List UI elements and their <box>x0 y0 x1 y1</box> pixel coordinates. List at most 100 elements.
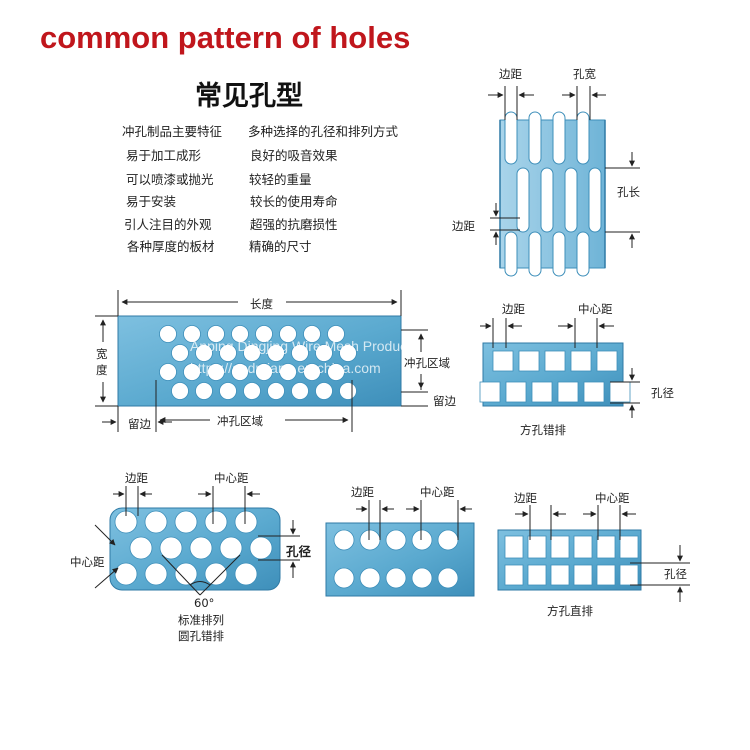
round-stagger-caption-2: 圆孔错排 <box>178 629 224 643</box>
round-stagger-caption-1: 标准排列 <box>178 613 224 627</box>
round-hole <box>437 567 459 589</box>
slot-hole <box>552 231 566 277</box>
round-hole <box>144 510 168 534</box>
round-hole <box>303 363 321 381</box>
round-hole <box>189 536 213 560</box>
round-hole <box>315 382 333 400</box>
round-hole <box>195 382 213 400</box>
round-hole <box>207 325 225 343</box>
round-hole <box>385 529 407 551</box>
round-hole <box>171 344 189 362</box>
round-hole <box>267 344 285 362</box>
round-hole <box>219 344 237 362</box>
round-hole <box>291 344 309 362</box>
round-hole <box>243 382 261 400</box>
square-stagger-edge-label: 边距 <box>502 302 525 316</box>
slot-hole-length-label: 孔长 <box>617 185 640 199</box>
slot-pattern-diagram <box>488 86 640 277</box>
round-hole <box>114 562 138 586</box>
feature-item: 多种选择的孔径和排列方式 <box>248 124 399 139</box>
square-hole <box>527 564 547 586</box>
square-hole <box>544 350 566 372</box>
round-hole <box>303 325 321 343</box>
round-hole <box>255 363 273 381</box>
round-hole <box>159 325 177 343</box>
square-hole <box>619 564 639 586</box>
feature-item: 各种厚度的板材 <box>127 239 215 254</box>
feature-item: 易于加工成形 <box>126 148 202 163</box>
square-hole <box>504 564 524 586</box>
feature-item: 易于安装 <box>126 194 177 209</box>
round-hole <box>174 562 198 586</box>
slot-hole <box>528 231 542 277</box>
slot-edge-label: 边距 <box>499 67 522 81</box>
slot-hole <box>528 111 542 165</box>
round-hole <box>174 510 198 534</box>
feature-item: 良好的吸音效果 <box>250 148 338 163</box>
round-stagger-diagram <box>94 486 300 596</box>
round-hole <box>144 562 168 586</box>
slot-hole <box>504 111 518 165</box>
sheet-punch-area-bottom-label: 冲孔区域 <box>215 413 265 429</box>
square-hole <box>573 535 593 559</box>
square-hole <box>570 350 592 372</box>
square-stagger-diagram <box>479 318 640 418</box>
slot-hole-width-label: 孔宽 <box>573 67 596 81</box>
square-hole <box>527 535 547 559</box>
round-hole <box>339 382 357 400</box>
square-stagger-caption: 方孔错排 <box>520 423 566 437</box>
round-hole <box>339 344 357 362</box>
square-stagger-center-label: 中心距 <box>578 302 613 316</box>
round-straight-edge-label: 边距 <box>351 485 374 499</box>
round-stagger-center-top-label: 中心距 <box>214 471 249 485</box>
feature-item: 精确的尺寸 <box>249 239 312 254</box>
square-hole <box>609 381 631 403</box>
watermark-company: Anping Dingjing Wire Mesh Products Co., … <box>190 338 477 354</box>
round-hole <box>279 325 297 343</box>
square-hole <box>479 381 501 403</box>
round-hole <box>231 325 249 343</box>
sheet-margin-bottom-label: 留边 <box>128 417 151 431</box>
sheet-width-label: 宽度 <box>96 346 110 378</box>
slot-hole <box>504 231 518 277</box>
square-straight-edge-label: 边距 <box>514 491 537 505</box>
square-hole <box>596 535 616 559</box>
round-hole <box>249 536 273 560</box>
round-stagger-center-left-label: 中心距 <box>70 555 105 569</box>
round-hole <box>219 536 243 560</box>
slot-hole <box>588 167 602 233</box>
round-hole <box>359 529 381 551</box>
round-straight-diagram <box>325 500 475 597</box>
square-hole <box>583 381 605 403</box>
round-hole <box>204 510 228 534</box>
square-hole <box>596 350 618 372</box>
round-hole <box>359 567 381 589</box>
square-straight-center-label: 中心距 <box>595 491 630 505</box>
square-hole <box>504 535 524 559</box>
round-hole <box>183 363 201 381</box>
sheet-margin-right-label: 留边 <box>433 394 456 408</box>
slot-hole <box>516 167 530 233</box>
round-hole <box>411 567 433 589</box>
round-hole <box>171 382 189 400</box>
round-hole <box>333 529 355 551</box>
slot-hole <box>564 167 578 233</box>
round-hole <box>159 363 177 381</box>
round-straight-center-label: 中心距 <box>420 485 455 499</box>
round-hole <box>327 363 345 381</box>
feature-item: 较长的使用寿命 <box>250 194 338 209</box>
slot-hole <box>576 231 590 277</box>
round-hole <box>327 325 345 343</box>
round-hole <box>234 510 258 534</box>
square-hole <box>557 381 579 403</box>
square-hole <box>550 535 570 559</box>
square-hole <box>492 350 514 372</box>
square-hole <box>518 350 540 372</box>
feature-item: 可以喷漆或抛光 <box>126 172 214 187</box>
feature-item: 较轻的重量 <box>249 172 312 187</box>
slot-edge-left-label: 边距 <box>452 219 475 233</box>
round-hole <box>195 344 213 362</box>
round-hole <box>219 382 237 400</box>
feature-item: 冲孔制品主要特征 <box>122 124 223 139</box>
square-straight-caption: 方孔直排 <box>547 604 593 618</box>
